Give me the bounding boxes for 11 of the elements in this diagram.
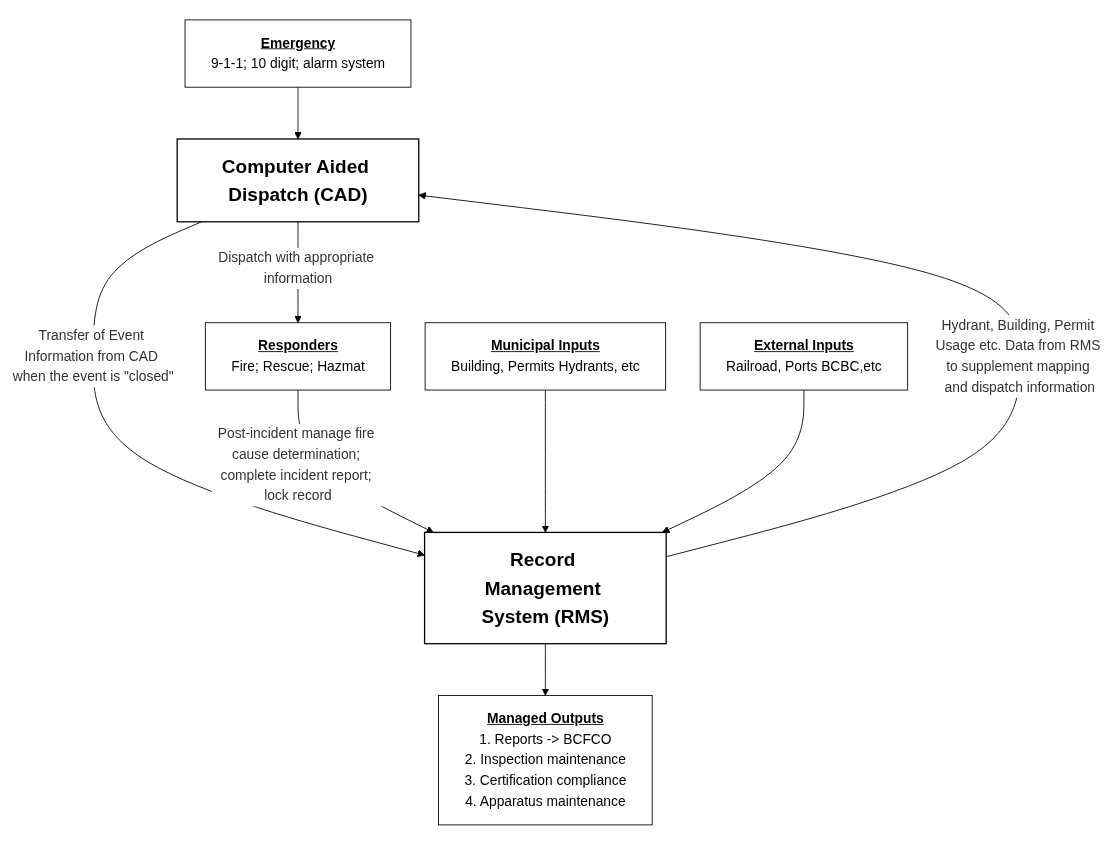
edge-label: Hydrant, Building, Permit Usage etc. Data from RMS to supplement mapping and dispatch information xyxy=(935,317,1101,394)
node-box: Responders Fire; Rescue; Hazmat xyxy=(204,321,392,391)
edge-label: Post-incident manage fire cause determination; complete incident report; lock record xyxy=(217,425,375,503)
edge-label: Transfer of Event Information from CAD when the event is "closed" xyxy=(12,327,174,384)
node-box: Computer Aided Dispatch (CAD) xyxy=(176,137,420,223)
node-box: External Inputs Railroad, Ports BCBC,etc xyxy=(699,321,909,391)
node-box: Emergency 9-1-1; 10 digit; alarm system xyxy=(184,19,412,88)
node-box: Record Management System (RMS) xyxy=(423,531,667,644)
node-box: Managed Outputs 1. Reports -> BCFCO 2. Inspection maintenance 3. Certification compliance 4. Apparatus maintenance xyxy=(438,694,653,825)
node-box: Municipal Inputs Building, Permits Hydrants, etc xyxy=(424,321,667,391)
edge-label: Dispatch with appropriate information xyxy=(218,249,374,286)
